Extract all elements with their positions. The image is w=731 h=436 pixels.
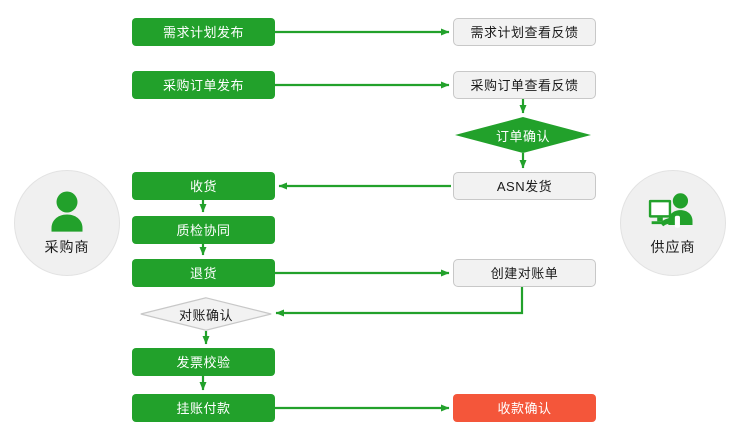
node-asn-shipment[interactable]: ASN发货 <box>453 172 596 200</box>
node-label: 发票校验 <box>176 354 231 370</box>
node-label: 采购订单发布 <box>162 77 244 93</box>
diamond-shape-white <box>140 297 272 331</box>
person-icon <box>41 190 93 234</box>
node-payment-posting[interactable]: 挂账付款 <box>132 394 275 422</box>
node-label: 挂账付款 <box>176 400 231 416</box>
diamond-shape-green <box>455 117 591 153</box>
edge-create-statement-to-statement-confirm <box>275 287 524 317</box>
node-demand-plan-publish[interactable]: 需求计划发布 <box>132 18 275 46</box>
node-receive-goods[interactable]: 收货 <box>132 172 275 200</box>
node-label: ASN发货 <box>496 178 553 194</box>
node-label: 对账确认 <box>178 307 233 323</box>
node-return-goods[interactable]: 退货 <box>132 259 275 287</box>
node-quality-collab[interactable]: 质检协同 <box>132 216 275 244</box>
node-create-statement[interactable]: 创建对账单 <box>453 259 596 287</box>
node-receipt-confirm[interactable]: 收款确认 <box>453 394 596 422</box>
actor-supplier[interactable]: 供应商 <box>620 170 726 276</box>
node-label: 创建对账单 <box>490 265 559 281</box>
node-label: 采购订单查看反馈 <box>470 77 579 93</box>
person-with-computer-icon <box>647 190 699 234</box>
node-label: 收货 <box>189 178 217 194</box>
node-label: 需求计划发布 <box>162 24 244 40</box>
node-invoice-check[interactable]: 发票校验 <box>132 348 275 376</box>
actor-label: 供应商 <box>650 238 696 255</box>
node-label: 需求计划查看反馈 <box>470 24 579 40</box>
actor-label: 采购商 <box>44 238 90 255</box>
node-label: 质检协同 <box>176 222 231 238</box>
node-label: 收款确认 <box>497 400 552 416</box>
node-po-feedback[interactable]: 采购订单查看反馈 <box>453 71 596 99</box>
actor-buyer[interactable]: 采购商 <box>14 170 120 276</box>
node-order-confirm[interactable]: 订单确认 <box>455 117 591 153</box>
node-demand-plan-feedback[interactable]: 需求计划查看反馈 <box>453 18 596 46</box>
node-label: 订单确认 <box>495 128 550 144</box>
node-statement-confirm[interactable]: 对账确认 <box>140 297 272 331</box>
node-po-publish[interactable]: 采购订单发布 <box>132 71 275 99</box>
node-label: 退货 <box>189 265 217 281</box>
